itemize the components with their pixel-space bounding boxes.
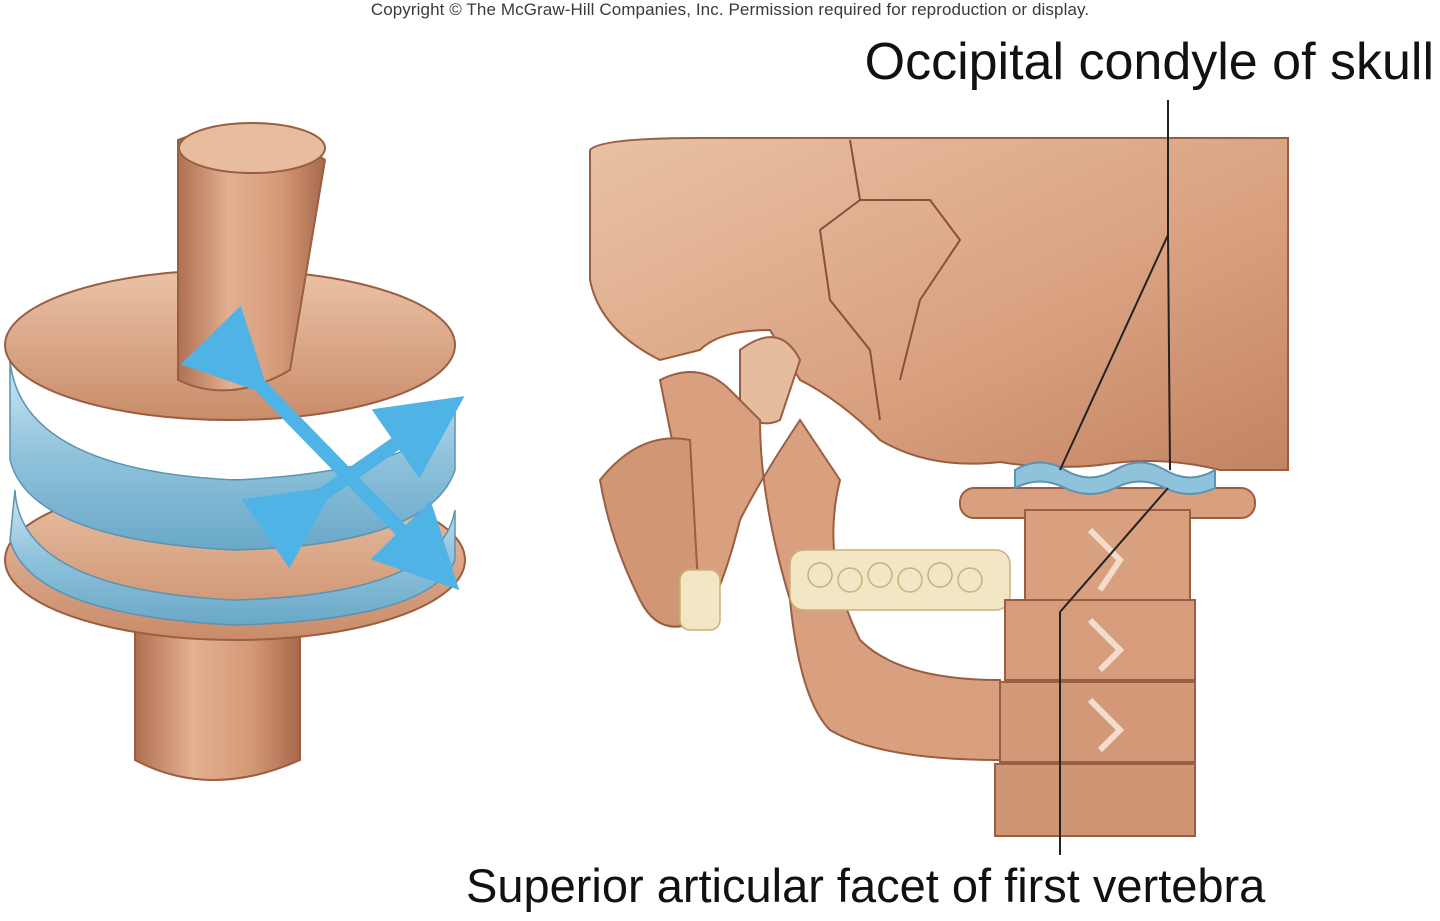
condyloid-joint-model bbox=[4, 122, 466, 781]
cranium bbox=[589, 137, 1289, 471]
occipital-condyles bbox=[1014, 461, 1216, 495]
movement-arrows-icon bbox=[180, 305, 465, 591]
leader-lines bbox=[1059, 100, 1171, 855]
teeth bbox=[679, 549, 1011, 631]
lower-shaft bbox=[134, 613, 301, 781]
superior-articular-facet-label: Superior articular facet of first verteb… bbox=[466, 859, 1266, 912]
skull-illustration bbox=[589, 137, 1289, 837]
skull-suture bbox=[818, 139, 881, 421]
cervical-spine bbox=[959, 487, 1256, 837]
copyright-notice: Copyright © The McGraw-Hill Companies, I… bbox=[370, 0, 1090, 19]
occipital-condyle-label: Occipital condyle of skull bbox=[864, 33, 1434, 91]
